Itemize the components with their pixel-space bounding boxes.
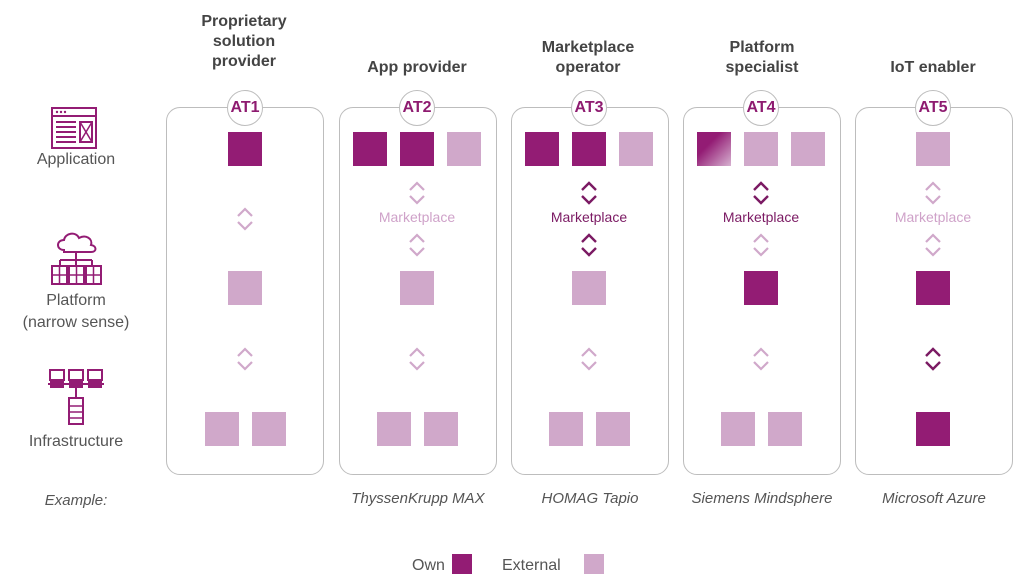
square-external bbox=[400, 271, 434, 305]
title-line: IoT enabler bbox=[890, 59, 976, 76]
chevron-up-down-icon bbox=[237, 347, 253, 371]
badge-at5: AT5 bbox=[915, 90, 951, 126]
chevron-up-down-icon bbox=[237, 207, 253, 231]
legend-external-label: External bbox=[502, 557, 561, 574]
chevron-up-down-icon bbox=[925, 347, 941, 371]
square-external bbox=[447, 132, 481, 166]
example-at5: Microsoft Azure bbox=[882, 490, 986, 507]
chevron-up-down-icon bbox=[925, 181, 941, 205]
row-label-platform-line2: (narrow sense) bbox=[22, 314, 130, 331]
title-line: Platform bbox=[729, 39, 795, 56]
title-line: specialist bbox=[725, 59, 799, 76]
chevron-up-down-icon bbox=[409, 233, 425, 257]
square-own bbox=[353, 132, 387, 166]
square-external bbox=[228, 271, 262, 305]
marketplace-label: Marketplace bbox=[378, 209, 456, 225]
badge-at4: AT4 bbox=[743, 90, 779, 126]
row-label-example: Example: bbox=[44, 492, 108, 509]
square-external bbox=[549, 412, 583, 446]
column-title-at5: IoT enabler bbox=[847, 58, 1019, 78]
chevron-up-down-icon bbox=[753, 181, 769, 205]
example-at3: HOMAG Tapio bbox=[541, 490, 639, 507]
row-label-platform: Platform (narrow sense) bbox=[0, 290, 152, 334]
square-own bbox=[525, 132, 559, 166]
square-external bbox=[596, 412, 630, 446]
column-title-at2: App provider bbox=[331, 58, 503, 78]
square-own bbox=[744, 271, 778, 305]
title-line: Marketplace bbox=[541, 39, 635, 56]
chevron-up-down-icon bbox=[581, 233, 597, 257]
square-own bbox=[228, 132, 262, 166]
application-window-icon bbox=[50, 106, 98, 155]
square-own bbox=[572, 132, 606, 166]
title-line: solution bbox=[212, 33, 276, 50]
title-line: provider bbox=[211, 53, 276, 70]
legend-own-label: Own bbox=[412, 557, 445, 574]
legend-own-swatch bbox=[452, 554, 472, 574]
chevron-up-down-icon bbox=[581, 347, 597, 371]
square-partially-own bbox=[697, 132, 731, 166]
square-external bbox=[252, 412, 286, 446]
square-external bbox=[721, 412, 755, 446]
marketplace-label: Marketplace bbox=[722, 209, 800, 225]
chevron-up-down-icon bbox=[925, 233, 941, 257]
marketplace-label: Marketplace bbox=[550, 209, 628, 225]
title-line: App provider bbox=[367, 59, 467, 76]
title-line: Proprietary bbox=[201, 13, 287, 30]
example-at4: Siemens Mindsphere bbox=[691, 490, 833, 507]
chevron-up-down-icon bbox=[409, 181, 425, 205]
badge-at3: AT3 bbox=[571, 90, 607, 126]
row-label-application: Application bbox=[36, 151, 116, 168]
square-external bbox=[205, 412, 239, 446]
square-external bbox=[619, 132, 653, 166]
square-external bbox=[377, 412, 411, 446]
example-at2: ThyssenKrupp MAX bbox=[351, 490, 485, 507]
marketplace-label: Marketplace bbox=[894, 209, 972, 225]
badge-at1: AT1 bbox=[227, 90, 263, 126]
square-external bbox=[768, 412, 802, 446]
chevron-up-down-icon bbox=[409, 347, 425, 371]
square-external bbox=[916, 132, 950, 166]
cloud-network-icon bbox=[50, 230, 102, 293]
square-external bbox=[744, 132, 778, 166]
chevron-up-down-icon bbox=[753, 233, 769, 257]
server-network-icon bbox=[48, 368, 104, 431]
column-title-at4: Platform specialist bbox=[676, 38, 848, 78]
column-title-at1: Proprietary solution provider bbox=[158, 12, 330, 72]
square-own bbox=[916, 412, 950, 446]
row-label-infrastructure: Infrastructure bbox=[28, 433, 124, 450]
title-line: operator bbox=[555, 59, 621, 76]
column-title-at3: Marketplace operator bbox=[502, 38, 674, 78]
chevron-up-down-icon bbox=[753, 347, 769, 371]
badge-at2: AT2 bbox=[399, 90, 435, 126]
square-external bbox=[424, 412, 458, 446]
legend-external-swatch bbox=[584, 554, 604, 574]
square-own bbox=[916, 271, 950, 305]
square-external bbox=[791, 132, 825, 166]
row-label-platform-line1: Platform bbox=[46, 292, 106, 309]
square-own bbox=[400, 132, 434, 166]
square-external bbox=[572, 271, 606, 305]
chevron-up-down-icon bbox=[581, 181, 597, 205]
